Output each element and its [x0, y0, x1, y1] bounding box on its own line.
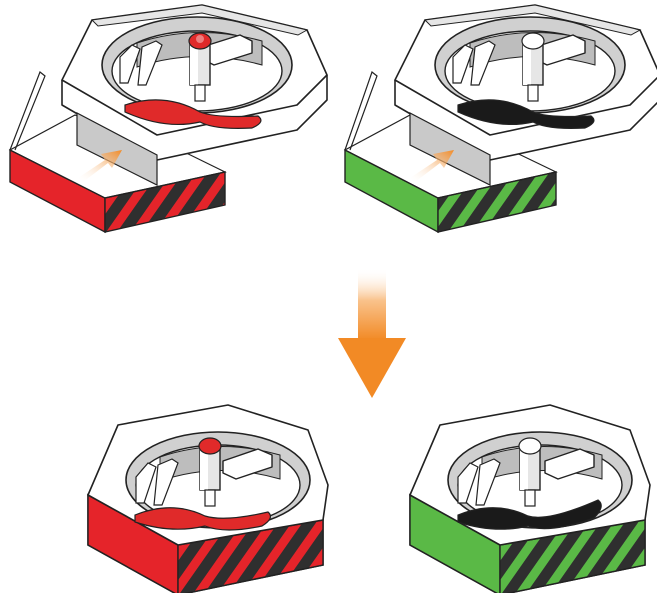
arrow-down-icon: [338, 268, 406, 398]
stage-green-separated: [345, 5, 657, 232]
stage-red-assembled: [88, 405, 328, 593]
stage-red-separated: [10, 5, 327, 232]
insert-plate-stripes-red: [105, 172, 225, 232]
insert-plate-stripes-green: [438, 172, 556, 232]
stage-green-assembled: [410, 405, 650, 593]
